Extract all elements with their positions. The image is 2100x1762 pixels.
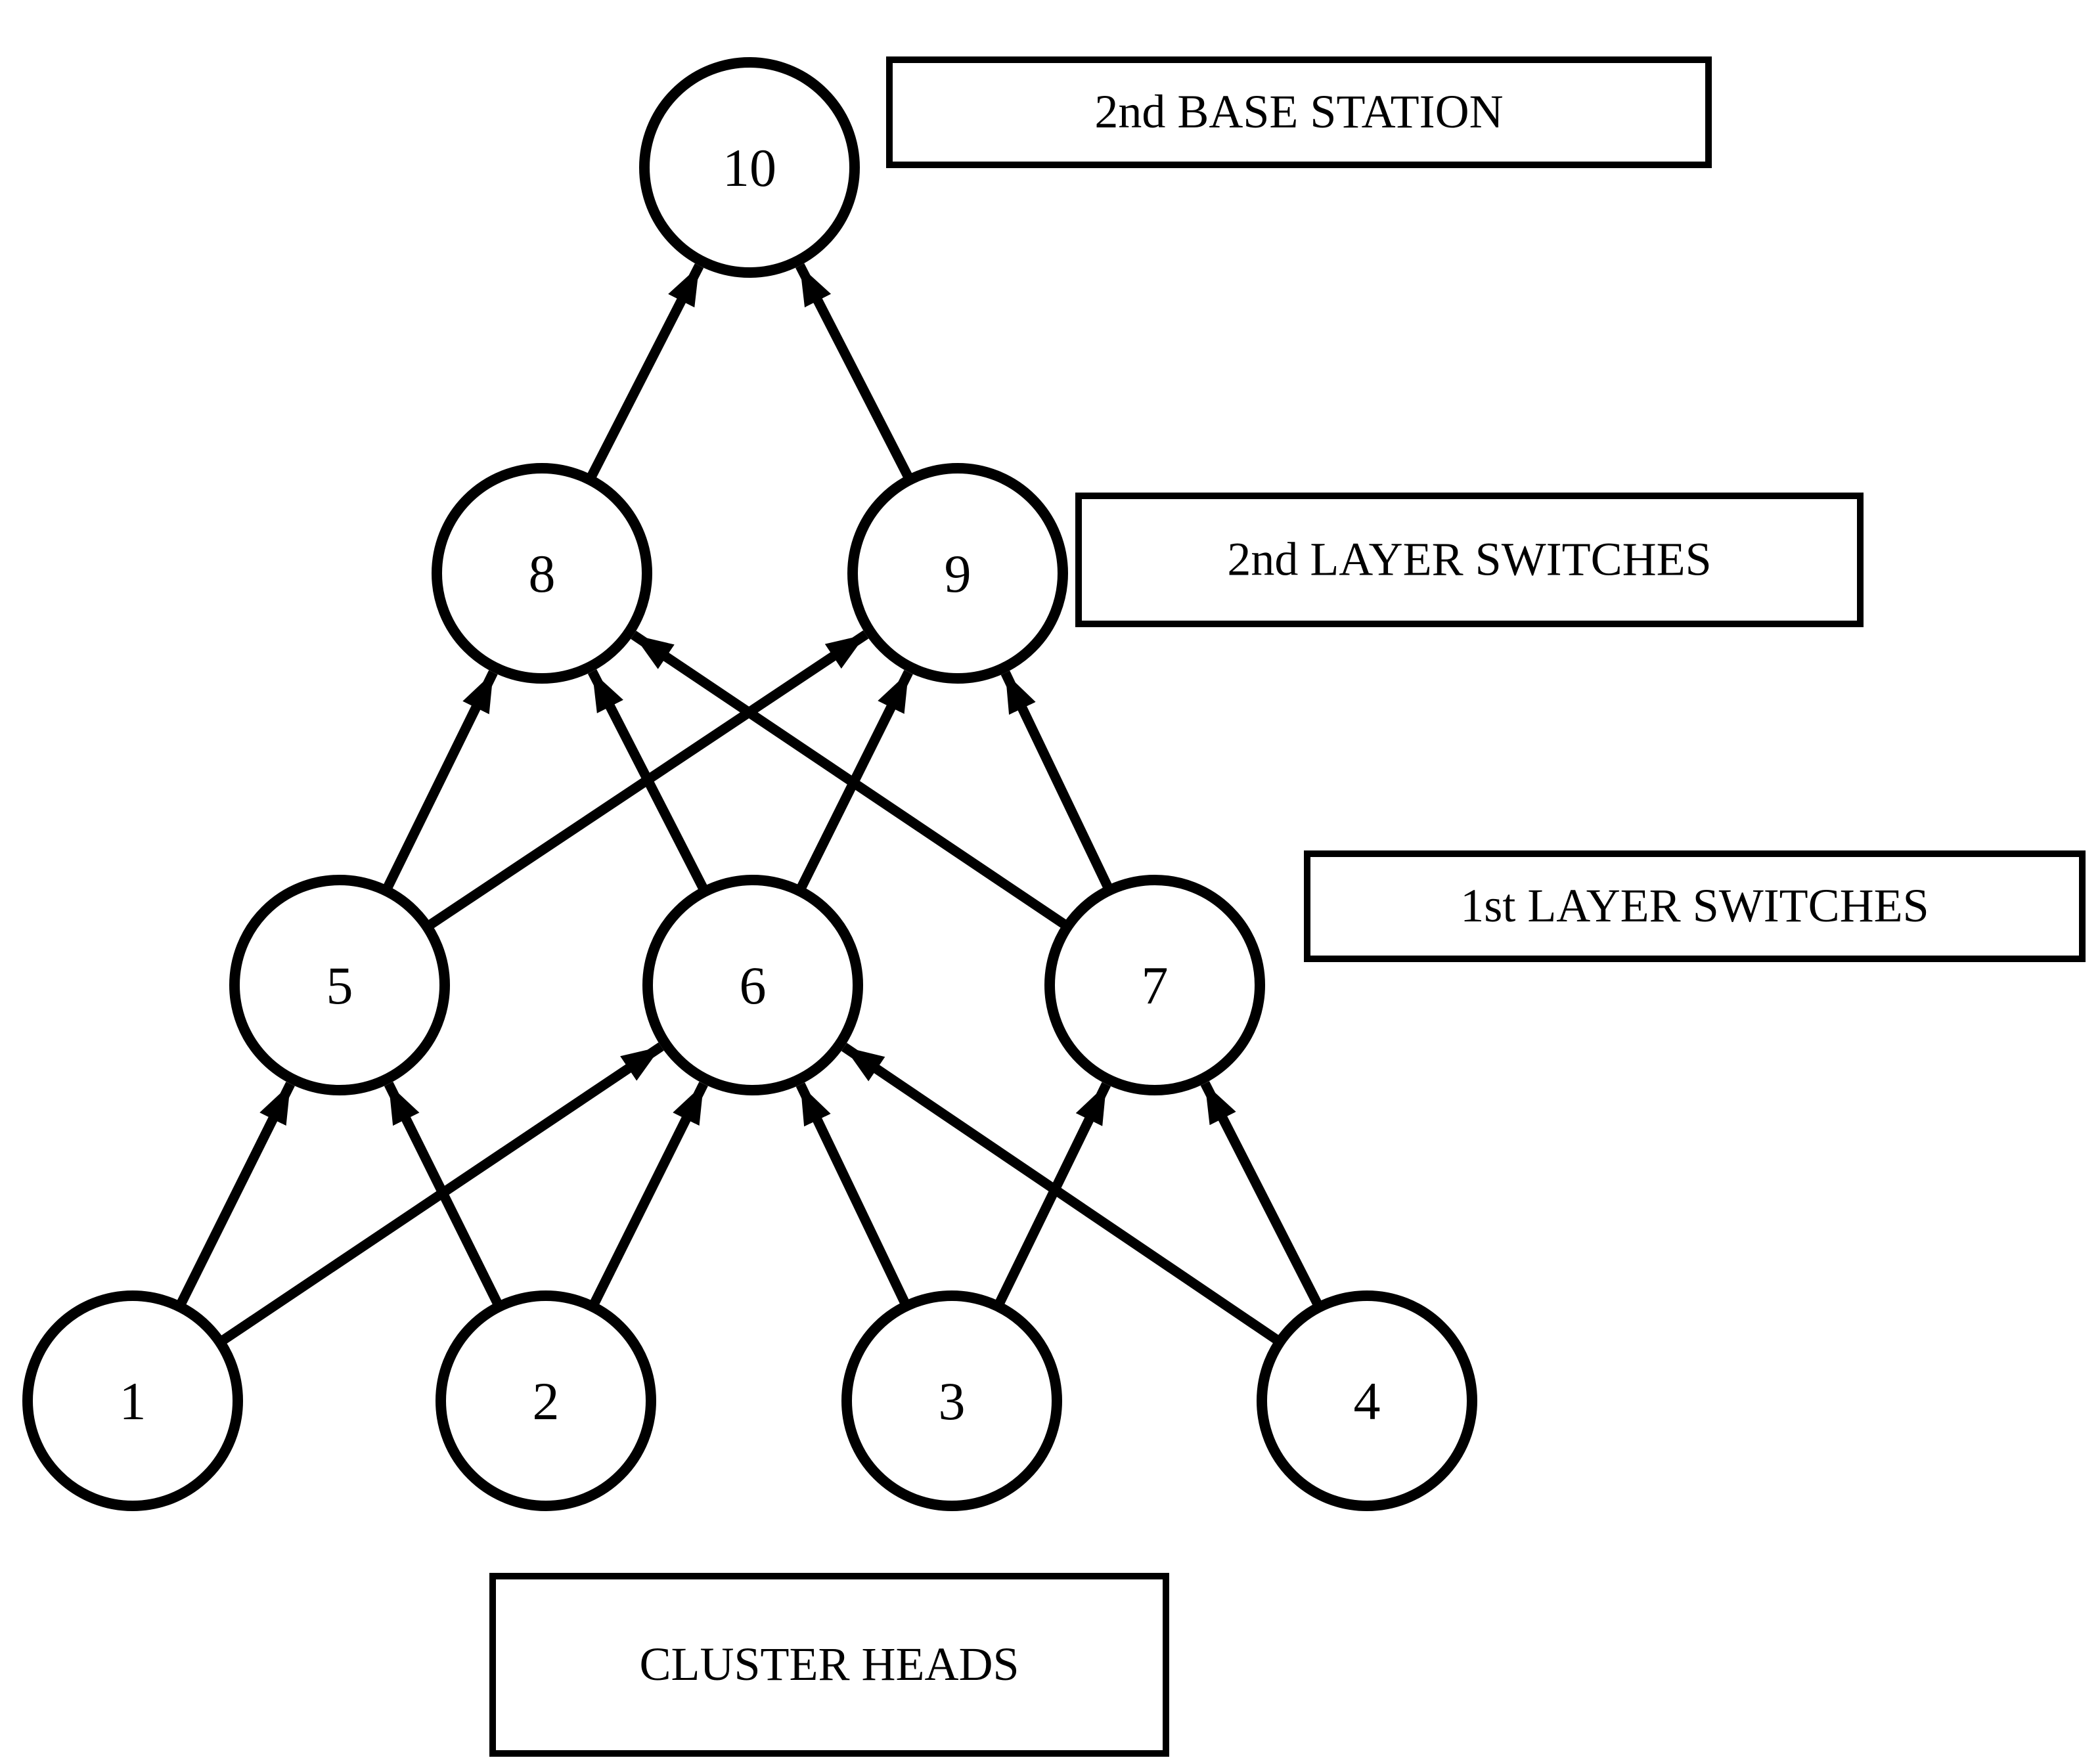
edge-4-to-6 bbox=[841, 1042, 1280, 1344]
node-3-circle bbox=[841, 1290, 1062, 1511]
node-3-number: 3 bbox=[939, 1371, 966, 1431]
label-base-station-box bbox=[886, 56, 1712, 168]
node-5: 5 bbox=[229, 875, 450, 1095]
node-9-number: 9 bbox=[945, 544, 972, 604]
label-cluster-heads-box bbox=[489, 1573, 1169, 1757]
label-layer1-switches: 1st LAYER SWITCHES bbox=[1304, 850, 2086, 962]
edge-6-to-8 bbox=[587, 669, 708, 891]
node-2-number: 2 bbox=[533, 1371, 560, 1431]
node-7-number: 7 bbox=[1142, 956, 1169, 1015]
label-layer1-switches-text: 1st LAYER SWITCHES bbox=[1460, 879, 1929, 932]
node-5-number: 5 bbox=[326, 956, 353, 1015]
node-10-number: 10 bbox=[723, 138, 776, 198]
node-6-circle bbox=[642, 875, 863, 1095]
edge-4-to-7 bbox=[1200, 1081, 1322, 1306]
edge-8-to-10 bbox=[587, 263, 704, 479]
node-4-circle bbox=[1257, 1290, 1477, 1511]
label-base-station: 2nd BASE STATION bbox=[886, 56, 1712, 168]
label-layer2-switches-box bbox=[1075, 493, 1864, 627]
labels-layer: 2nd BASE STATION 2nd LAYER SWITCHES 1st LA… bbox=[489, 56, 2086, 1757]
node-8-circle bbox=[432, 463, 652, 684]
label-cluster-heads-text: CLUSTER HEADS bbox=[639, 1638, 1019, 1690]
node-7-circle bbox=[1044, 875, 1265, 1095]
edge-1-to-5 bbox=[177, 1082, 295, 1306]
node-1-circle bbox=[22, 1290, 243, 1511]
edge-7-to-9 bbox=[1000, 671, 1113, 889]
edge-2-to-6 bbox=[590, 1082, 708, 1306]
edge-7-to-8 bbox=[631, 630, 1067, 929]
edge-5-to-8 bbox=[383, 670, 498, 890]
edge-2-to-5 bbox=[384, 1082, 502, 1306]
edges-layer bbox=[177, 263, 1322, 1344]
node-6: 6 bbox=[642, 875, 863, 1095]
node-8-number: 8 bbox=[529, 544, 556, 604]
label-base-station-text: 2nd BASE STATION bbox=[1094, 85, 1503, 138]
node-3: 3 bbox=[841, 1290, 1062, 1511]
node-4: 4 bbox=[1257, 1290, 1477, 1511]
node-7: 7 bbox=[1044, 875, 1265, 1095]
edge-3-to-6 bbox=[795, 1082, 910, 1305]
nodes-layer: 1 2 3 4 5 6 7 8 9 10 bbox=[22, 57, 1477, 1511]
node-4-number: 4 bbox=[1354, 1371, 1381, 1431]
node-6-number: 6 bbox=[740, 956, 767, 1015]
node-10: 10 bbox=[639, 57, 860, 278]
node-1: 1 bbox=[22, 1290, 243, 1511]
node-9-circle bbox=[847, 463, 1068, 684]
node-5-circle bbox=[229, 875, 450, 1095]
edge-9-to-10 bbox=[795, 263, 912, 479]
node-2: 2 bbox=[436, 1290, 656, 1511]
node-10-circle bbox=[639, 57, 860, 278]
node-1-number: 1 bbox=[120, 1371, 146, 1431]
label-layer2-switches: 2nd LAYER SWITCHES bbox=[1075, 493, 1864, 627]
node-2-circle bbox=[436, 1290, 656, 1511]
label-layer1-switches-box bbox=[1304, 850, 2086, 962]
label-layer2-switches-text: 2nd LAYER SWITCHES bbox=[1227, 533, 1711, 586]
label-cluster-heads: CLUSTER HEADS bbox=[489, 1573, 1169, 1757]
node-8: 8 bbox=[432, 463, 652, 684]
node-9: 9 bbox=[847, 463, 1068, 684]
